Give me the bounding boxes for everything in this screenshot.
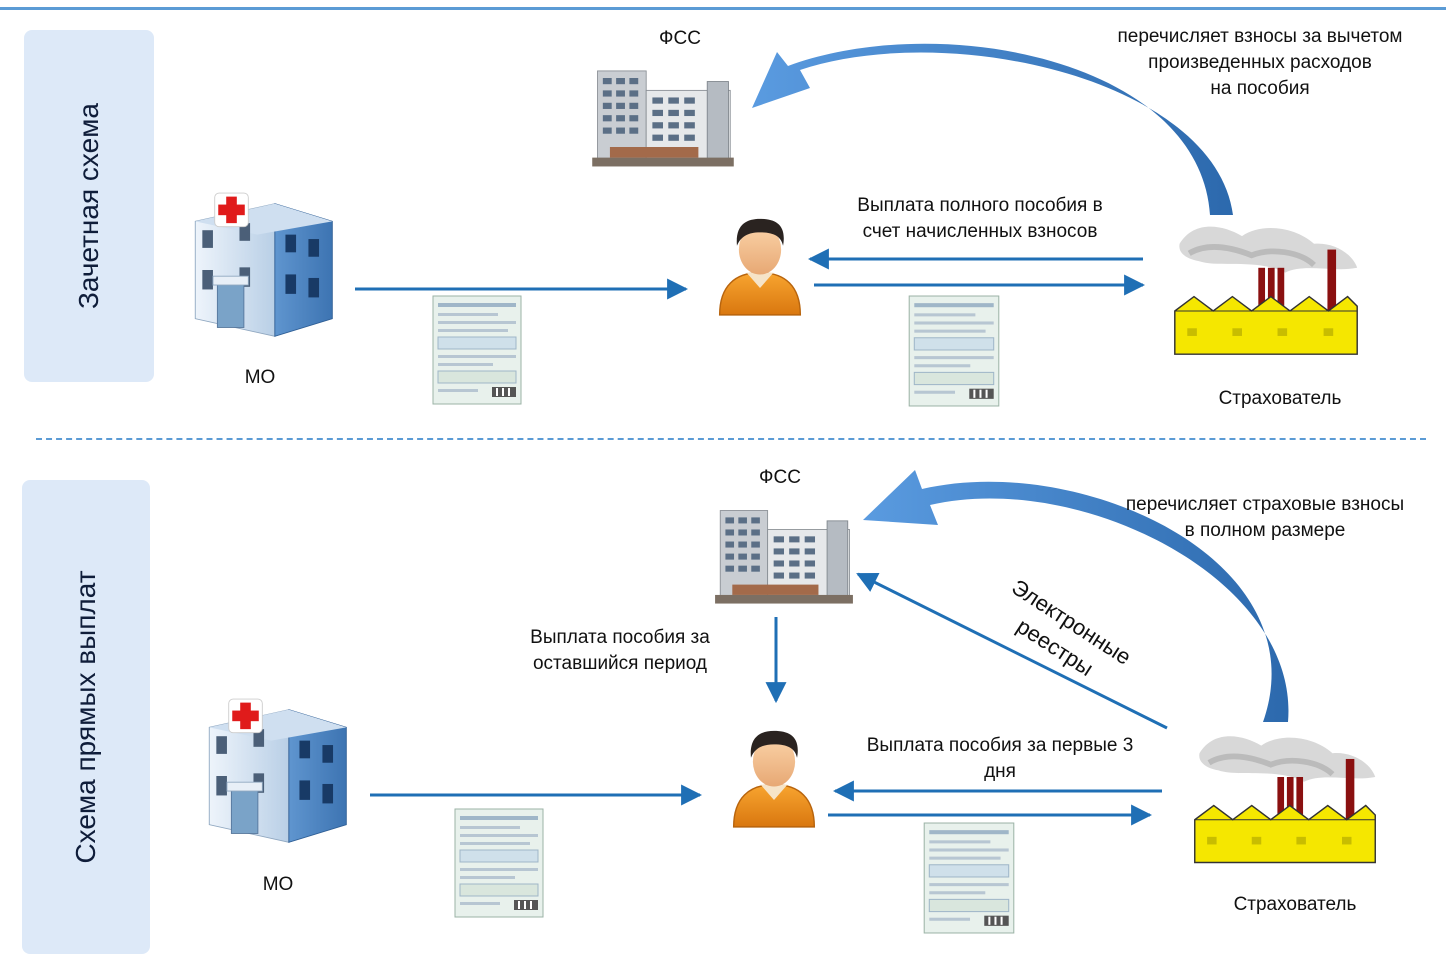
sick-leave-form-icon: [922, 822, 1016, 934]
note-line: в полном размере: [1184, 520, 1346, 541]
offset-insurer-label: Страхователь: [1218, 388, 1342, 409]
note-line: на пособия: [1210, 78, 1310, 99]
insurer-to-fss-big-arrow: [752, 43, 1233, 216]
offset-payment-note: Выплата полного пособия в счет начисленн…: [810, 193, 1150, 245]
insurer-to-fss-registry-arrow: [856, 572, 1168, 730]
offset-transfer-note: перечисляет взносы за вычетом произведен…: [1080, 24, 1440, 102]
direct-insurer-label: Страхователь: [1233, 894, 1357, 915]
offset-fss-label: ФСС: [659, 28, 701, 49]
note-line: дня: [984, 761, 1016, 782]
offset-scheme-panel: Зачетная схема: [24, 30, 154, 382]
offset-mo-label: МО: [244, 367, 276, 388]
note-line: произведенных расходов: [1148, 52, 1372, 73]
note-line: оставшийся период: [532, 653, 708, 674]
direct-fss-label: ФСС: [759, 467, 801, 488]
direct-first-days-note: Выплата пособия за первые 3 дня: [830, 733, 1170, 785]
insurer-to-fss-big-arrow: [863, 470, 1289, 722]
direct-transfer-note: перечисляет страховые взносы в полном ра…: [1090, 492, 1440, 544]
direct-fss-payment-note: Выплата пособия за оставшийся период: [490, 625, 750, 677]
person-icon: [726, 722, 822, 830]
office-building-icon: [712, 495, 856, 607]
top-rule: [0, 7, 1446, 10]
direct-mo-label: МО: [262, 874, 294, 895]
note-line: Выплата полного пособия в: [857, 195, 1103, 216]
section-divider: [36, 438, 1426, 440]
factory-icon: [1190, 722, 1380, 870]
note-line: Выплата пособия за: [530, 627, 710, 648]
hospital-icon: [200, 692, 360, 860]
note-line: счет начисленных взносов: [862, 221, 1098, 242]
note-line: перечисляет взносы за вычетом: [1117, 26, 1403, 47]
note-line: Выплата пособия за первые 3: [866, 735, 1134, 756]
note-line: перечисляет страховые взносы: [1125, 494, 1405, 515]
direct-scheme-panel: Схема прямых выплат: [22, 480, 150, 954]
sick-leave-form-icon: [452, 808, 546, 918]
